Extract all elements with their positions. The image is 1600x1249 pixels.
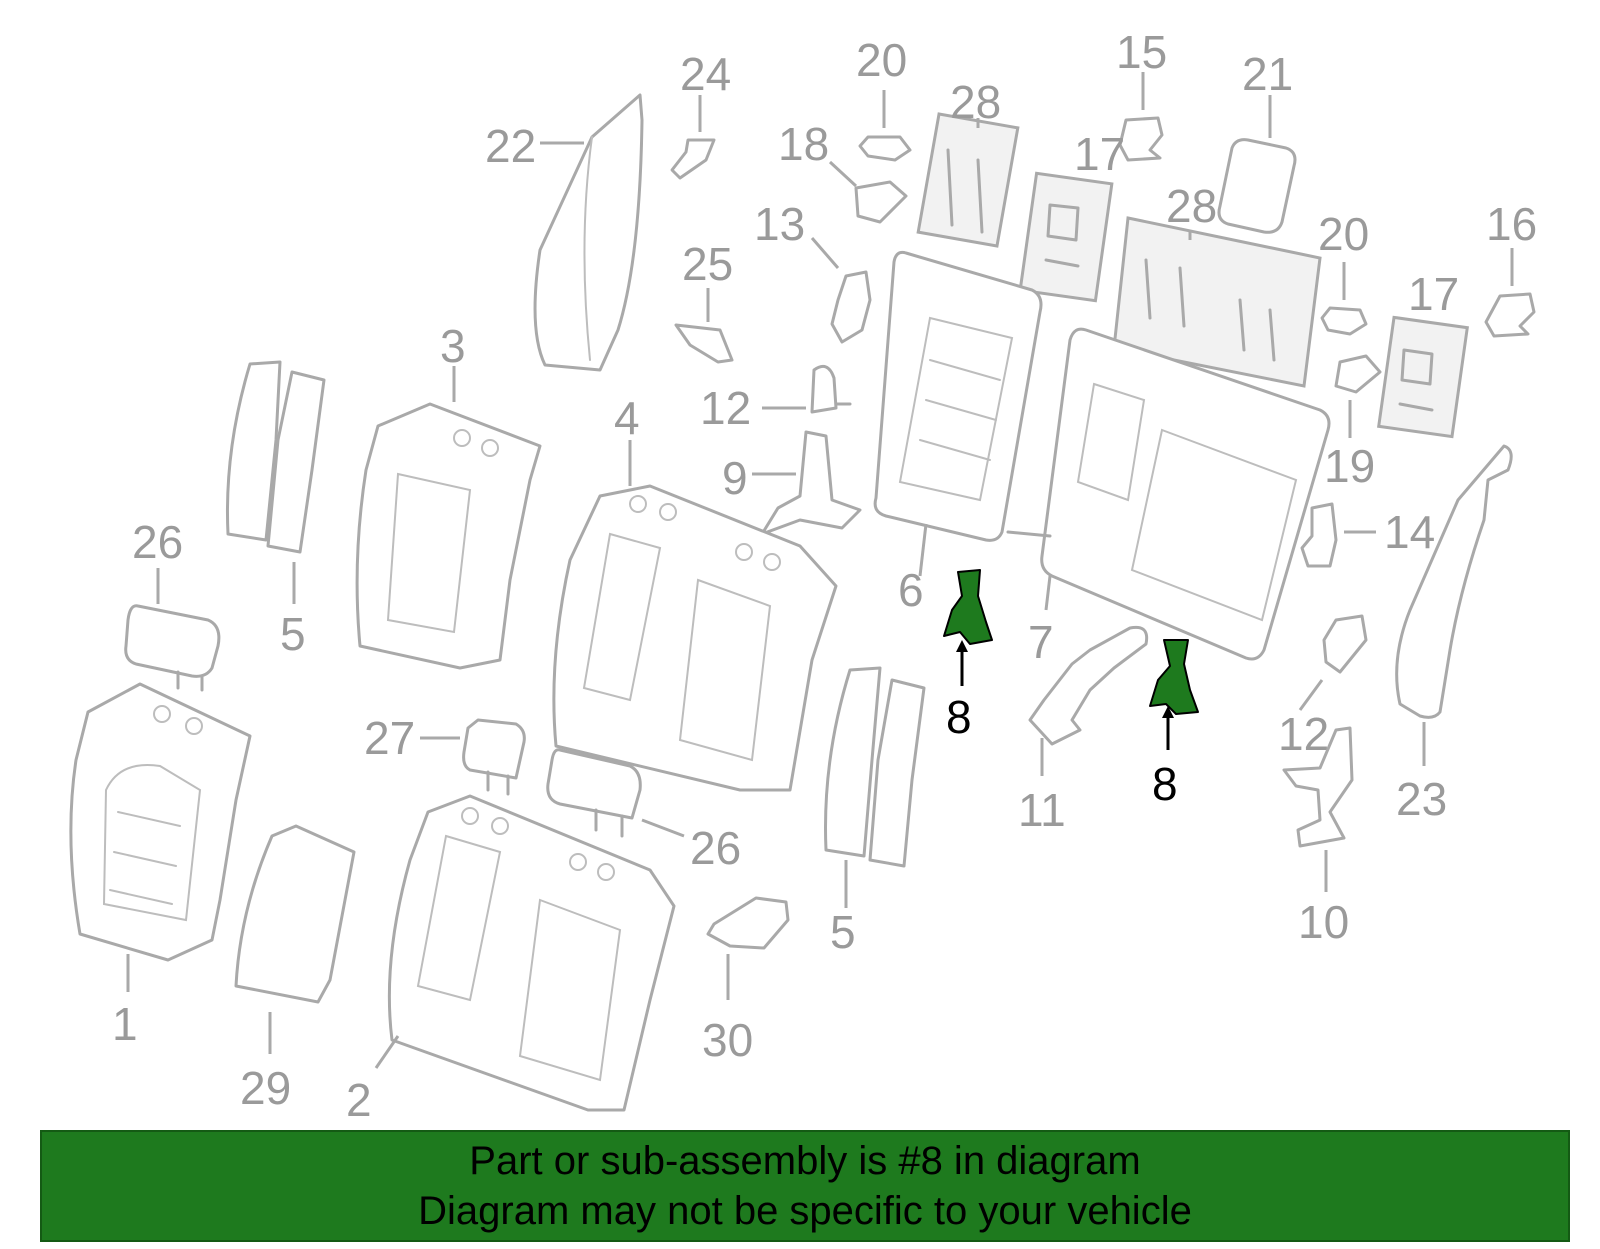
parts-diagram: 22 24 25 20 18 28 15 17 21 28 20 <box>69 26 1537 1126</box>
part-8-bracket-a <box>943 569 993 645</box>
arrow-8a <box>956 640 968 652</box>
part-9-bracket <box>760 430 862 536</box>
callout-3: 3 <box>440 320 466 372</box>
callout-22: 22 <box>485 120 536 172</box>
part-5-bolster-b <box>824 666 926 868</box>
part-26-headrest-b <box>546 748 642 838</box>
callout-19: 19 <box>1324 440 1375 492</box>
callout-17a: 17 <box>1074 128 1125 180</box>
part-8-bracket-b <box>1149 639 1199 715</box>
part-5-bolster-a <box>225 360 326 554</box>
callout-4: 4 <box>614 392 640 444</box>
arrow-8b <box>1162 706 1174 718</box>
callout-12b: 12 <box>1278 708 1329 760</box>
callout-16: 16 <box>1486 198 1537 250</box>
callout-15: 15 <box>1116 26 1167 78</box>
callout-5b: 5 <box>830 906 856 958</box>
part-16-latch <box>1484 292 1536 338</box>
part-7-seatback-frame <box>1006 327 1331 661</box>
callout-6: 6 <box>898 564 924 616</box>
part-1-seat-cushion <box>69 682 252 962</box>
part-13-bracket <box>830 270 872 344</box>
callout-27: 27 <box>364 712 415 764</box>
callout-10: 10 <box>1298 896 1349 948</box>
callout-7: 7 <box>1028 616 1054 668</box>
part-18-clip <box>854 180 908 224</box>
part-26-headrest-a <box>124 604 221 692</box>
part-20-nut-b <box>1320 306 1368 336</box>
callout-17b: 17 <box>1408 268 1459 320</box>
part-21-trim-ring <box>1217 138 1297 234</box>
part-17-latch-kit-a <box>1018 171 1114 303</box>
part-20-nut <box>858 135 912 162</box>
part-6-seatback-frame <box>873 250 1043 542</box>
part-2-seat-cushion <box>387 794 676 1112</box>
callout-11: 11 <box>1018 784 1066 836</box>
callout-2: 2 <box>346 1074 372 1126</box>
part-28-bolt-kit-a <box>916 112 1020 248</box>
info-banner: Part or sub-assembly is #8 in diagram Di… <box>40 1130 1570 1242</box>
part-23-side-panel <box>1395 444 1513 719</box>
callout-18: 18 <box>778 118 829 170</box>
part-19-clip <box>1334 354 1382 394</box>
part-4-seatback-cover <box>552 484 838 792</box>
part-12-pivot-b <box>1322 614 1368 674</box>
part-14-bracket <box>1300 502 1338 568</box>
callout-26b: 26 <box>690 822 741 874</box>
part-17-latch-kit-b <box>1377 315 1469 439</box>
callout-30: 30 <box>702 1014 753 1066</box>
callout-25: 25 <box>682 238 733 290</box>
banner-line-2: Diagram may not be specific to your vehi… <box>418 1189 1192 1233</box>
part-28-bolt-kit-b <box>1112 216 1322 388</box>
callout-24: 24 <box>680 48 731 100</box>
banner-line-1: Part or sub-assembly is #8 in diagram <box>469 1139 1141 1183</box>
callout-21: 21 <box>1242 48 1293 100</box>
callout-20a: 20 <box>856 34 907 86</box>
part-11-hinge <box>1028 625 1149 746</box>
leader-6 <box>918 523 928 577</box>
callout-8a: 8 <box>946 691 972 743</box>
callout-28a: 28 <box>950 76 1001 128</box>
callout-12a: 12 <box>700 382 751 434</box>
callout-29: 29 <box>240 1062 291 1114</box>
part-3-seatback-cover <box>355 402 542 670</box>
part-25-bracket <box>674 323 734 364</box>
callout-28b: 28 <box>1166 180 1217 232</box>
leader-18 <box>828 160 858 188</box>
part-29-armrest <box>234 824 356 1004</box>
leader-2 <box>374 1035 400 1069</box>
callout-13: 13 <box>754 198 805 250</box>
leader-7 <box>1044 575 1052 611</box>
callout-5a: 5 <box>280 608 306 660</box>
leader-12b <box>1298 679 1324 711</box>
part-12-pivot-a <box>810 364 852 414</box>
leader-13 <box>810 237 840 269</box>
callout-26a: 26 <box>132 516 183 568</box>
part-22-side-panel <box>533 93 644 372</box>
callout-9: 9 <box>722 452 748 504</box>
part-27-headrest <box>462 718 526 796</box>
callout-1: 1 <box>112 998 138 1050</box>
part-10-hinge <box>1282 726 1354 848</box>
part-30-bracket <box>706 896 790 950</box>
leader-26b <box>641 818 685 838</box>
callout-23: 23 <box>1396 773 1447 825</box>
callout-8b: 8 <box>1152 758 1178 810</box>
part-24-bracket <box>670 138 716 180</box>
callout-14: 14 <box>1384 506 1435 558</box>
callout-20b: 20 <box>1318 208 1369 260</box>
part-15-latch <box>1118 116 1164 162</box>
